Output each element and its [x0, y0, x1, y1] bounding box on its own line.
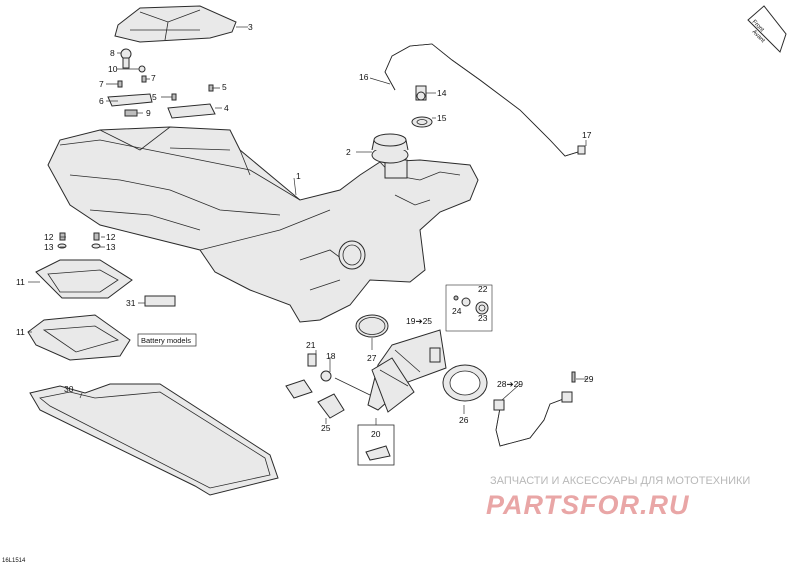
leader-lines	[28, 26, 588, 425]
part-vent-hose	[384, 43, 586, 157]
callout-13b: 13	[106, 242, 116, 252]
part-battery-trays	[27, 232, 176, 361]
callout-9: 9	[146, 108, 151, 118]
callout-labels: 1 2 3 4 5 5 6 7 7 8 9 10 11 11 12 12 13 …	[16, 22, 594, 439]
callout-1: 1	[296, 171, 301, 181]
part-small-hardware	[107, 48, 216, 119]
part-small-rings	[453, 295, 489, 315]
part-o-ring	[355, 314, 389, 338]
callout-16: 16	[359, 72, 369, 82]
callout-19-25: 19➔25	[406, 316, 432, 326]
front-direction-badge: Front Avant	[747, 5, 787, 53]
callout-5b: 5	[152, 92, 157, 102]
callout-8: 8	[110, 48, 115, 58]
callout-11b: 11	[16, 327, 25, 337]
callout-20: 20	[371, 429, 381, 439]
callout-17: 17	[582, 130, 592, 140]
callout-21: 21	[306, 340, 316, 350]
callout-7a: 7	[99, 79, 104, 89]
callout-30: 30	[64, 384, 74, 394]
part-group-boxes	[445, 284, 493, 332]
watermark-brand: PARTSFOR.RU	[486, 490, 690, 520]
part-vent-valve	[411, 85, 433, 128]
battery-models-note: Battery models	[137, 333, 197, 347]
callout-2: 2	[346, 147, 351, 157]
callout-26: 26	[459, 415, 469, 425]
callout-12a: 12	[44, 232, 54, 242]
callout-18: 18	[326, 351, 336, 361]
callout-29: 29	[584, 374, 594, 384]
part-fuel-pump	[367, 329, 447, 413]
callout-31: 31	[126, 298, 136, 308]
callout-13a: 13	[44, 242, 54, 252]
part-seat-cover	[114, 5, 237, 43]
watermark-caption: ЗАПЧАСТИ И АКСЕССУАРЫ ДЛЯ МОТОТЕХНИКИ	[490, 475, 750, 487]
callout-23: 23	[478, 313, 488, 323]
callout-7b: 7	[151, 73, 156, 83]
callout-10: 10	[108, 64, 118, 74]
callout-27: 27	[367, 353, 377, 363]
watermark: ЗАПЧАСТИ И АКСЕССУАРЫ ДЛЯ МОТОТЕХНИКИ PA…	[486, 475, 750, 520]
part-strainer	[357, 424, 395, 466]
callout-3: 3	[248, 22, 253, 32]
part-sensor-hardware	[285, 353, 371, 419]
callout-4: 4	[224, 103, 229, 113]
callout-14: 14	[437, 88, 447, 98]
callout-6: 6	[99, 96, 104, 106]
part-fuel-line	[493, 371, 576, 447]
part-fuel-cap	[371, 133, 409, 164]
callout-28-29: 28➔29	[497, 379, 523, 389]
diagram-code: 16L1514	[2, 558, 26, 564]
callout-12b: 12	[106, 232, 116, 242]
callout-5a: 5	[222, 82, 227, 92]
callout-15: 15	[437, 113, 447, 123]
part-fuel-tank	[47, 126, 479, 323]
callout-24: 24	[452, 306, 462, 316]
callout-22: 22	[478, 284, 488, 294]
callout-25: 25	[321, 423, 331, 433]
part-floor-mat	[29, 383, 279, 496]
callout-11a: 11	[16, 277, 25, 287]
battery-models-label: Battery models	[141, 336, 191, 345]
part-lock-ring	[442, 364, 488, 402]
